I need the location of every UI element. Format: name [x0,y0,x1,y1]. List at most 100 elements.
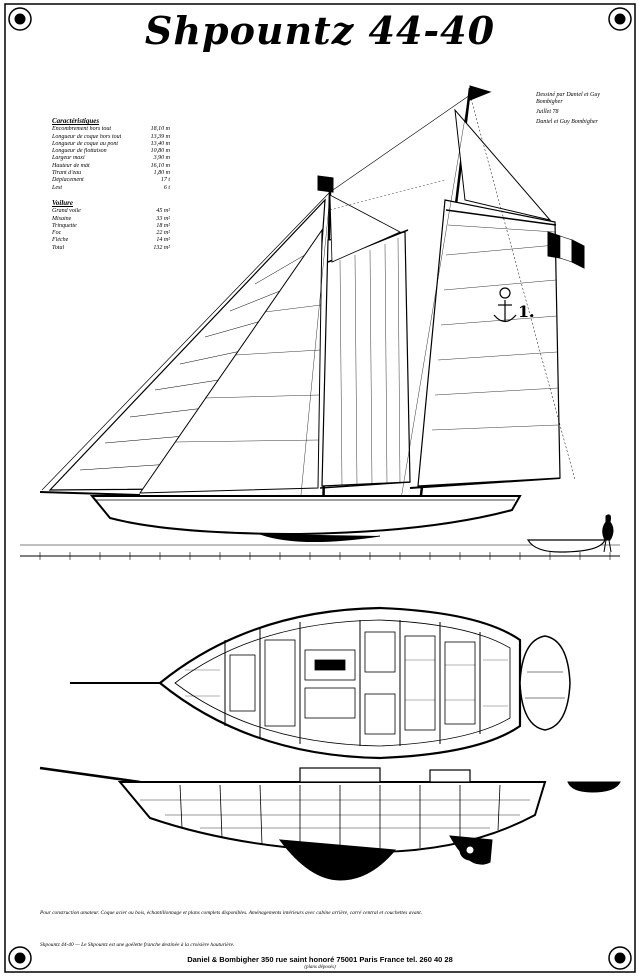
anchor-emblem [493,287,517,323]
mainsail-cloths [431,224,559,431]
publisher-subline: (plans déposés) [304,965,336,970]
dinghy-profile [526,539,606,553]
sail-label: Foc [52,230,62,237]
hull-section [39,766,621,881]
section-bowsprit [39,766,141,784]
spec-row: Tirant d'eau 1,80 m [52,170,170,177]
spec-value: 13,39 m [150,133,170,140]
spec-label: Longueur de coque au pont [52,140,118,147]
sail-value: 22 m² [156,230,170,237]
spec-label: Hauteur de mât [52,162,90,169]
spec-value: 3,90 m [153,155,170,162]
fore-flag [317,175,334,193]
spec-label: Lest [52,184,63,191]
spec-label: Largeur maxi [52,155,85,162]
spec-row: Longueur de coque au pont 13,40 m [52,141,170,148]
spec-value: 16,10 m [150,162,170,169]
sail-value: 33 m² [156,215,170,222]
fore-topsail [329,194,401,263]
main-topsail [454,108,552,221]
deck-furniture [229,631,476,735]
specifications-heading: Caractéristiques [52,117,100,125]
masthead-pennant [469,85,492,101]
spec-row: Encombrement hors tout 18,10 m [52,126,170,133]
foresail [321,231,411,487]
tricolour-flag [547,231,585,269]
deck-bulkheads [224,620,481,746]
sail-value: 14 m² [156,237,170,244]
spec-row: Longueur de coque hors tout 13,39 m [52,134,170,141]
heron-figure [602,514,614,553]
spec-value: 18,10 m [150,126,170,133]
spreader-line [329,179,446,211]
scale-ticks [39,552,611,560]
corner-medallion-tl [8,7,32,31]
sail-row: Total 132 m² [52,245,170,252]
hull-number: 1. [518,302,535,321]
mainsail [417,199,561,487]
corner-medallions [8,7,632,970]
section-dinghy [567,781,621,793]
credit-line: Dessiné par Daniel et Guy Bombigher [536,92,600,105]
sail-label: Grand voile [52,208,81,215]
fore-shroud [299,194,331,506]
sail-value: 18 m² [156,222,170,229]
sail-row: Foc 22 m² [52,230,170,237]
corner-medallion-bl [8,946,32,970]
deck-planking [185,659,508,707]
spec-row: Hauteur de mât 16,10 m [52,163,170,170]
spec-label: Tirant d'eau [52,170,82,177]
sail-value: 45 m² [156,208,170,215]
backstay [469,94,576,481]
deck-inner-outline [174,619,511,747]
sail-label: Total [52,244,65,251]
main-shroud [399,99,469,506]
section-keel-ballast [278,839,396,881]
credit-signature: Daniel et Guy Bombigher [536,119,598,125]
page-frame [4,3,636,973]
spec-label: Longueur de flottaison [52,148,107,155]
hull-profile [89,495,522,536]
sail-row: Grand voile 45 m² [52,208,170,215]
sail-label: Misaine [52,215,72,222]
main-gaff [445,209,557,226]
sails-heading: Voilure [52,198,74,207]
construction-notes: Pour construction amateur. Coque acier o… [40,910,423,916]
designer-credits: Dessiné par Daniel et Guy Bombigher Juil… [536,92,608,129]
spec-row: Longueur de flottaison 10,80 m [52,148,170,155]
bowsprit [39,491,141,496]
section-deckhouse [299,767,381,783]
section-porthole-inner [465,845,475,855]
sail-value: 132 m² [153,244,170,251]
hull-keel [259,533,381,542]
spec-label: Longueur de coque hors tout [52,133,122,140]
spec-label: Encombrement hors tout [52,126,112,133]
scale-bar [20,552,620,560]
sail-row: Flèche 14 m² [52,237,170,244]
spec-value: 13,40 m [150,140,170,147]
dinghy-plan [519,635,571,731]
corner-medallion-tr [608,7,632,31]
main-topmast-stay [329,94,471,193]
foresail-cloths [339,237,401,487]
sail-row: Misaine 33 m² [52,216,170,223]
sail-plan [20,85,620,553]
plan-title: Shpountz 44-40 [144,8,496,53]
spec-label: Déplacement [52,177,84,184]
forestay [41,191,331,491]
sail-label: Flèche [52,237,69,244]
footer-notes: Shpountz 44-40 — Le Shpountz est une goé… [40,942,235,948]
publisher-address: Daniel & Bombigher 350 rue saint honoré … [187,955,453,964]
corner-medallion-br [608,946,632,970]
staysail-cloths [174,304,322,443]
section-bulkheads [179,784,501,850]
section-frames [140,799,530,829]
spec-value: 1,80 m [153,170,170,177]
section-doghouse [429,769,471,783]
deck-plan [70,606,571,760]
spec-value: 10,80 m [150,148,170,155]
